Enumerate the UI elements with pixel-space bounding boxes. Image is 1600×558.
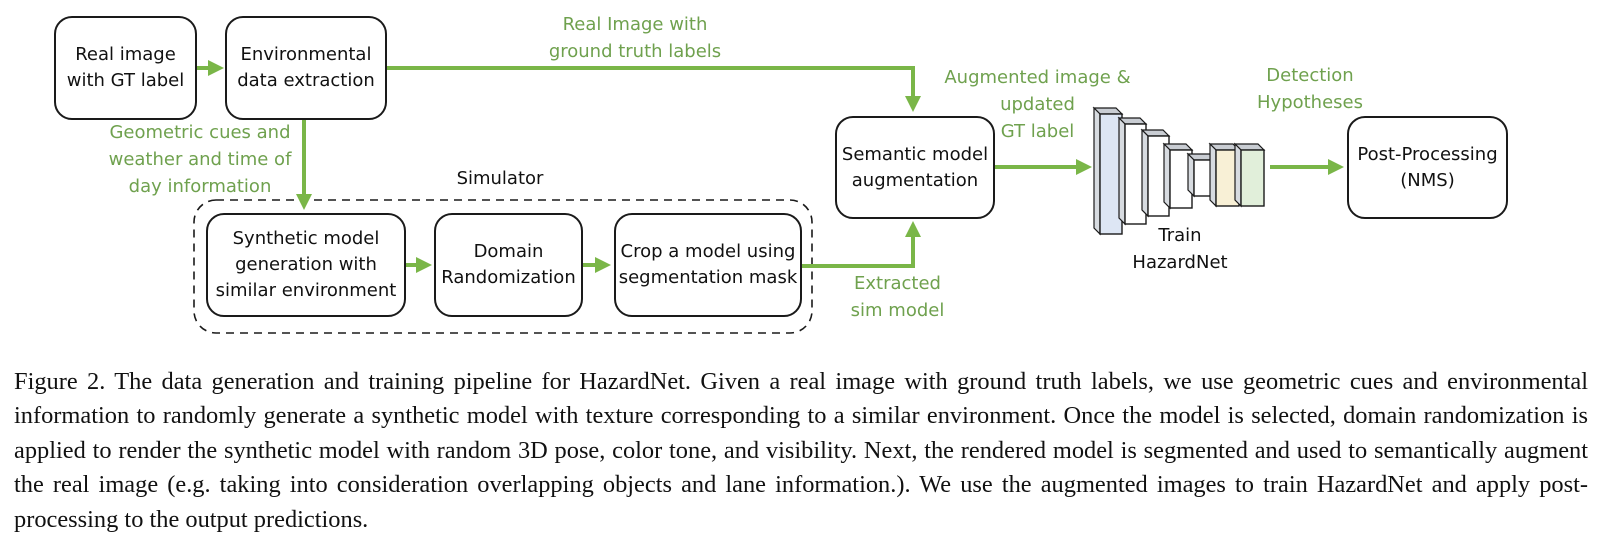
pipeline-diagram: Real image with GT label Environmental d… <box>54 14 1508 334</box>
node-crop-model: Crop a model using segmentation mask <box>614 213 802 317</box>
network-label: Train HazardNet <box>1132 225 1228 273</box>
node-semantic-model-augmentation: Semantic model augmentation <box>835 116 995 219</box>
network-layer-head2 <box>1233 142 1266 208</box>
label-extracted-sim-model: Extracted sim model <box>850 273 945 321</box>
simulator-group-label: Simulator <box>456 168 544 189</box>
label-geometric-cues: Geometric cues and weather and time of d… <box>108 122 292 197</box>
node-synthetic-model-generation: Synthetic model generation with similar … <box>206 213 406 317</box>
network-layer-head1 <box>1208 142 1241 208</box>
figure-caption: Figure 2. The data generation and traini… <box>14 368 1588 533</box>
node-real-image: Real image with GT label <box>54 16 197 120</box>
network-layer-conv1 <box>1117 116 1148 226</box>
node-post-processing: Post-Processing (NMS) <box>1347 116 1508 219</box>
label-augmented-image: Augmented image & updated GT label <box>944 67 1131 142</box>
network-layer-input <box>1092 106 1124 236</box>
label-real-image-gt: Real Image with ground truth labels <box>548 14 722 62</box>
node-environmental-data-extraction: Environmental data extraction <box>225 16 387 120</box>
label-detection-hypotheses: Detection Hypotheses <box>1257 65 1363 113</box>
hazardnet-network-graphic <box>1092 106 1266 236</box>
node-domain-randomization: Domain Randomization <box>434 213 583 317</box>
arrow-crop-to-semantic <box>802 221 921 268</box>
diagram-graphics <box>193 60 1344 334</box>
simulator-group-border <box>193 199 813 334</box>
arrow-env-to-semantic <box>387 66 921 112</box>
